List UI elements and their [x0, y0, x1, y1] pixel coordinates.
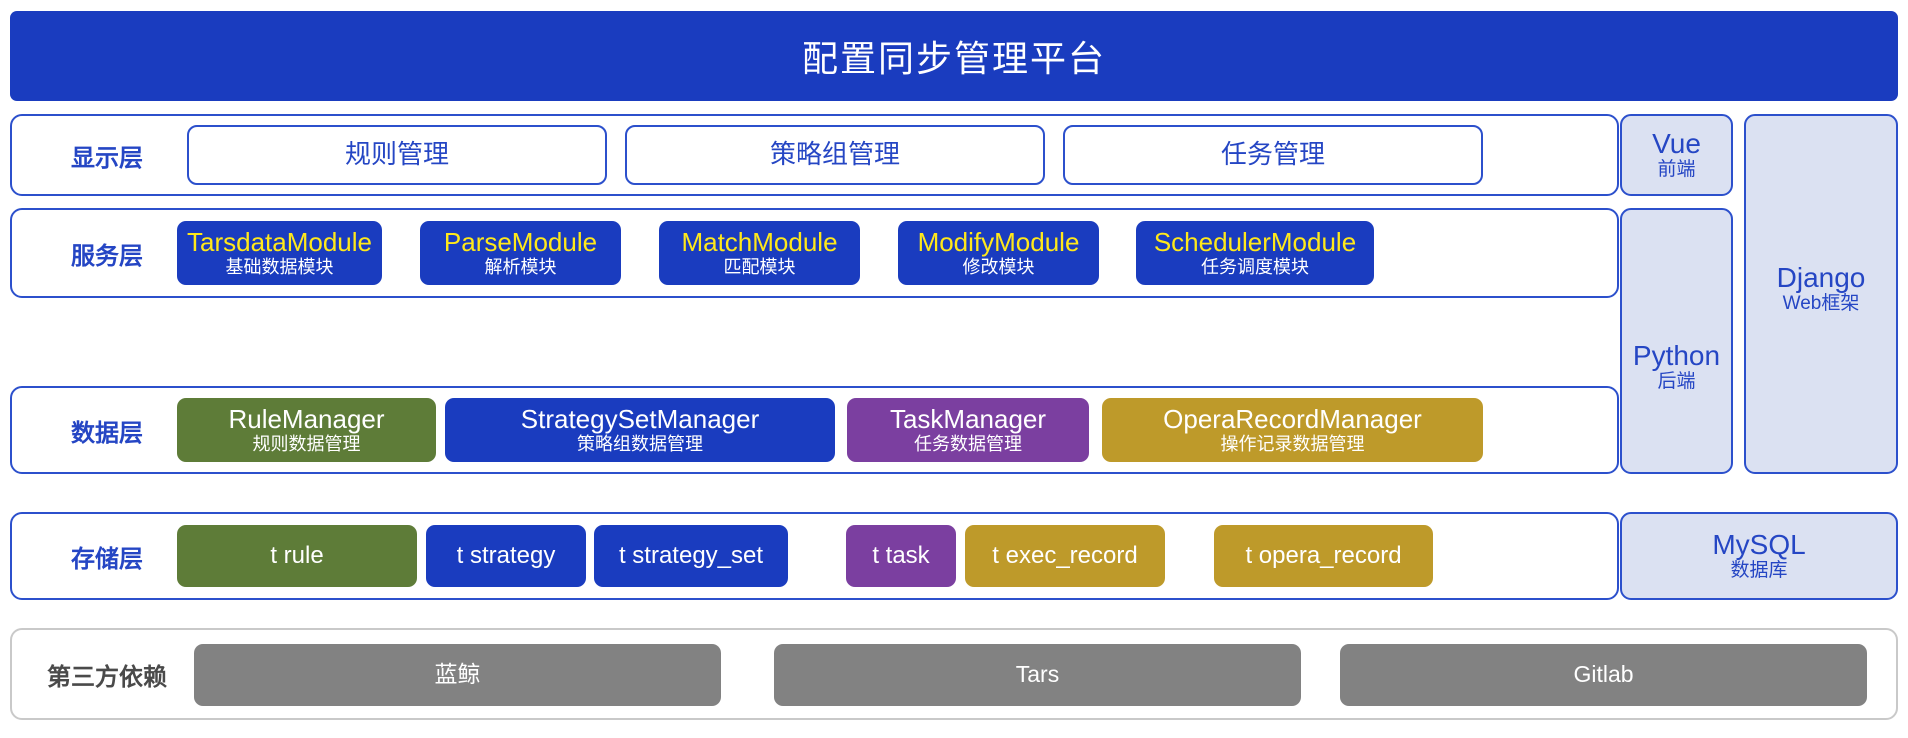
- module-subtitle: 解析模块: [484, 257, 557, 278]
- layer-items-third-party: 蓝鲸 Tars Gitlab: [194, 630, 1896, 718]
- tech-name: Python: [1632, 340, 1721, 372]
- manager-name: RuleManager: [228, 404, 385, 435]
- tech-subtitle: 前端: [1657, 158, 1696, 180]
- layer-items-data: RuleManager 规则数据管理 StrategySetManager 策略…: [177, 388, 1617, 472]
- vendor-gitlab[interactable]: Gitlab: [1340, 644, 1867, 706]
- data-manager-rule[interactable]: RuleManager 规则数据管理: [177, 398, 436, 462]
- manager-subtitle: 操作记录数据管理: [1220, 434, 1365, 455]
- module-subtitle: 修改模块: [962, 257, 1035, 278]
- layer-row-service: 服务层 TarsdataModule 基础数据模块 ParseModule 解析…: [10, 208, 1619, 298]
- module-name: TarsdataModule: [187, 227, 372, 258]
- vendor-name: Gitlab: [1573, 661, 1634, 688]
- table-name: t opera_record: [1245, 541, 1402, 569]
- tech-box-vue[interactable]: Vue 前端: [1620, 114, 1733, 196]
- table-name: t task: [872, 541, 930, 569]
- display-item-label: 任务管理: [1220, 139, 1325, 170]
- layer-items-display: 规则管理 策略组管理 任务管理: [187, 116, 1617, 194]
- display-item-rule-management[interactable]: 规则管理: [187, 125, 607, 185]
- table-name: t rule: [270, 541, 324, 569]
- module-name: SchedulerModule: [1153, 227, 1357, 258]
- tech-subtitle: 后端: [1657, 370, 1696, 392]
- table-name: t strategy: [456, 541, 556, 569]
- module-name: ModifyModule: [917, 227, 1080, 258]
- tech-name: Django: [1776, 262, 1866, 294]
- tech-name: MySQL: [1712, 529, 1806, 561]
- tech-subtitle: 数据库: [1730, 559, 1788, 581]
- manager-subtitle: 规则数据管理: [252, 434, 361, 455]
- module-subtitle: 任务调度模块: [1201, 257, 1309, 278]
- vendor-tars[interactable]: Tars: [774, 644, 1301, 706]
- layer-row-display: 显示层 规则管理 策略组管理 任务管理: [10, 114, 1619, 196]
- storage-table-t-exec-record[interactable]: t exec_record: [965, 525, 1165, 587]
- layer-label-storage: 存储层: [71, 545, 143, 573]
- service-module-tarsdata[interactable]: TarsdataModule 基础数据模块: [177, 221, 382, 285]
- module-name: MatchModule: [681, 227, 838, 258]
- tech-box-django[interactable]: Django Web框架: [1744, 114, 1898, 474]
- layer-label-data: 数据层: [71, 419, 143, 447]
- layer-items-service: TarsdataModule 基础数据模块 ParseModule 解析模块 M…: [177, 210, 1617, 296]
- manager-subtitle: 策略组数据管理: [577, 434, 703, 455]
- display-item-task-management[interactable]: 任务管理: [1063, 125, 1483, 185]
- tech-box-mysql[interactable]: MySQL 数据库: [1620, 512, 1898, 600]
- vendor-name: 蓝鲸: [434, 661, 481, 688]
- manager-name: StrategySetManager: [520, 404, 760, 435]
- storage-table-t-strategy[interactable]: t strategy: [426, 525, 586, 587]
- module-name: ParseModule: [443, 227, 598, 258]
- platform-title-banner: 配置同步管理平台: [10, 11, 1898, 101]
- manager-name: OperaRecordManager: [1163, 404, 1422, 435]
- service-module-modify[interactable]: ModifyModule 修改模块: [898, 221, 1099, 285]
- layer-items-storage: t rule t strategy t strategy_set t task …: [177, 514, 1617, 598]
- display-item-label: 规则管理: [344, 139, 449, 170]
- service-module-parse[interactable]: ParseModule 解析模块: [420, 221, 621, 285]
- tech-name: Vue: [1652, 128, 1701, 160]
- table-name: t exec_record: [992, 541, 1138, 569]
- tech-subtitle: Web框架: [1782, 292, 1860, 314]
- layer-row-storage: 存储层 t rule t strategy t strategy_set t t…: [10, 512, 1619, 600]
- table-name: t strategy_set: [618, 541, 764, 569]
- storage-table-t-strategy-set[interactable]: t strategy_set: [594, 525, 788, 587]
- data-manager-task[interactable]: TaskManager 任务数据管理: [847, 398, 1089, 462]
- storage-table-t-opera-record[interactable]: t opera_record: [1214, 525, 1433, 587]
- manager-name: TaskManager: [889, 404, 1047, 435]
- module-subtitle: 匹配模块: [723, 257, 796, 278]
- vendor-bluking[interactable]: 蓝鲸: [194, 644, 721, 706]
- data-manager-opera-record[interactable]: OperaRecordManager 操作记录数据管理: [1102, 398, 1483, 462]
- storage-table-t-rule[interactable]: t rule: [177, 525, 417, 587]
- layer-row-data: 数据层 RuleManager 规则数据管理 StrategySetManage…: [10, 386, 1619, 474]
- layer-label-third-party: 第三方依赖: [47, 663, 167, 691]
- page-title: 配置同步管理平台: [801, 38, 1106, 79]
- display-item-strategy-group-management[interactable]: 策略组管理: [625, 125, 1045, 185]
- display-item-label: 策略组管理: [769, 139, 900, 170]
- service-module-scheduler[interactable]: SchedulerModule 任务调度模块: [1136, 221, 1374, 285]
- module-subtitle: 基础数据模块: [225, 257, 334, 278]
- storage-table-t-task[interactable]: t task: [846, 525, 956, 587]
- layer-row-third-party: 第三方依赖 蓝鲸 Tars Gitlab: [10, 628, 1898, 720]
- tech-box-python[interactable]: Python 后端: [1620, 208, 1733, 474]
- data-manager-strategy-set[interactable]: StrategySetManager 策略组数据管理: [445, 398, 835, 462]
- service-module-match[interactable]: MatchModule 匹配模块: [659, 221, 860, 285]
- manager-subtitle: 任务数据管理: [914, 434, 1022, 455]
- layer-label-display: 显示层: [71, 144, 143, 172]
- vendor-name: Tars: [1015, 661, 1060, 688]
- layer-label-service: 服务层: [71, 242, 143, 270]
